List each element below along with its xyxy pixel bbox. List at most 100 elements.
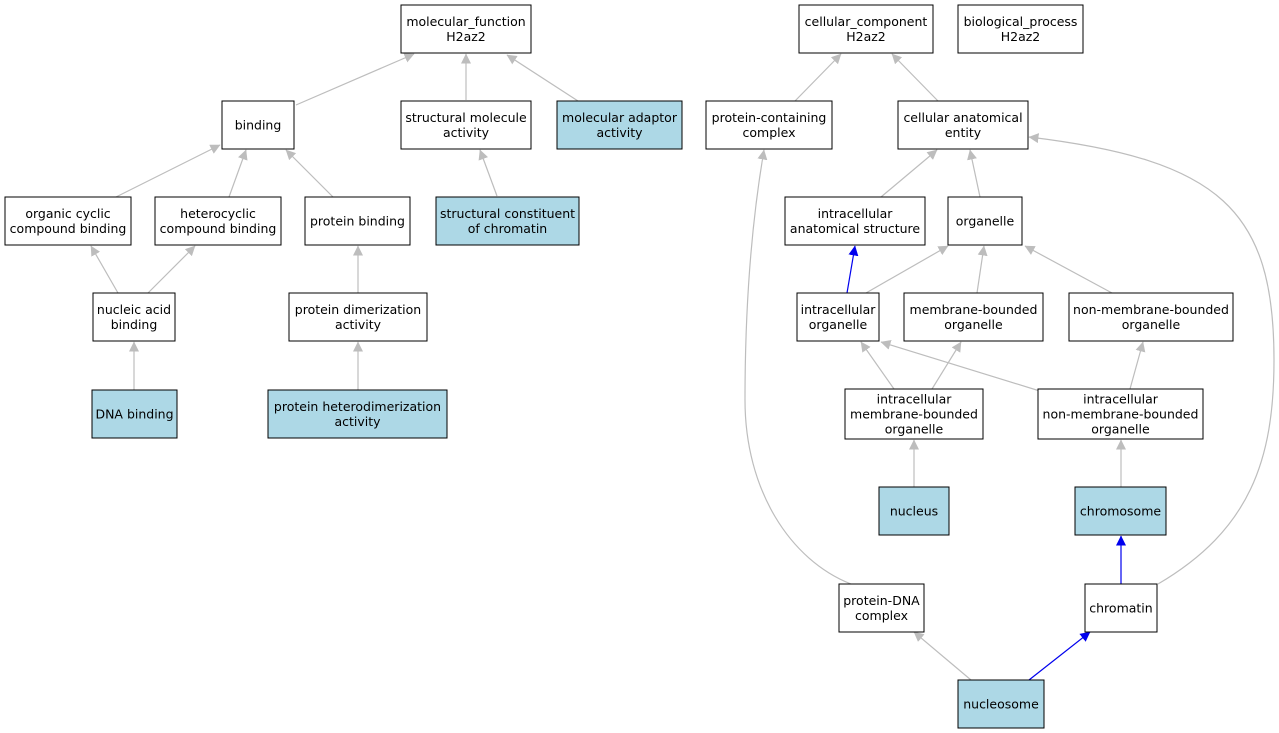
node-box: [947, 196, 1023, 246]
node-nuc[interactable]: nucleus: [878, 486, 950, 536]
node-label-line: DNA binding: [95, 407, 173, 422]
node-label-line: intracellular: [877, 392, 953, 407]
edge-path: [228, 149, 248, 198]
node-box: [903, 292, 1044, 342]
node-label-line: compound binding: [10, 221, 127, 236]
node-label-line: compound binding: [160, 221, 277, 236]
node-label-line: protein heterodimerization: [274, 399, 441, 414]
edge-bind-to-mf: [295, 53, 415, 106]
edge-path: [285, 149, 334, 198]
edge-path: [794, 53, 842, 102]
edge-pcc-to-cc: [794, 53, 842, 102]
node-label-line: H2az2: [446, 29, 486, 44]
node-label-line: chromosome: [1080, 504, 1161, 519]
edge-path: [846, 245, 859, 294]
node-label-line: non-membrane-bounded: [1043, 407, 1199, 422]
node-label-line: activity: [443, 125, 490, 140]
node-label-line: membrane-bounded: [910, 302, 1038, 317]
node-box: [957, 679, 1045, 729]
node-label-line: organelle: [956, 214, 1015, 229]
edge-path: [744, 149, 852, 585]
edge-path: [891, 53, 939, 102]
edge-path: [1028, 133, 1275, 585]
node-label-line: of chromatin: [468, 221, 547, 236]
edge-org-to-cae: [967, 149, 981, 198]
node-chrm[interactable]: chromatin: [1084, 583, 1158, 633]
node-label-line: protein dimerization: [295, 302, 421, 317]
node-bind[interactable]: binding: [221, 100, 295, 150]
node-box: [798, 4, 934, 54]
edge-scc-to-sma: [478, 149, 498, 197]
node-label-line: nucleus: [890, 504, 938, 519]
node-label-line: heterocyclic: [180, 206, 256, 221]
edge-path: [880, 149, 938, 198]
edge-path: [90, 245, 119, 294]
node-box: [897, 100, 1029, 150]
edge-mad-to-mf: [506, 54, 579, 102]
node-pb[interactable]: protein binding: [304, 196, 411, 246]
node-label-line: complex: [855, 608, 908, 623]
edge-path: [115, 144, 221, 198]
node-label-line: protein-containing: [712, 110, 827, 125]
node-label-line: organic cyclic: [25, 206, 110, 221]
node-label-line: biological_process: [964, 14, 1078, 29]
node-chr[interactable]: chromosome: [1074, 486, 1167, 536]
edge-nsome-to-chrm: [1028, 631, 1091, 681]
node-label-line: structural constituent: [440, 206, 575, 221]
node-label-line: nucleic acid: [97, 302, 171, 317]
node-label-line: organelle: [885, 422, 944, 437]
node-org[interactable]: organelle: [947, 196, 1023, 246]
edge-mbo-to-org: [976, 245, 988, 294]
edge-path: [295, 53, 415, 106]
edges-layer: [90, 53, 1275, 681]
edge-path: [860, 341, 895, 390]
node-label-line: protein binding: [310, 214, 405, 229]
node-label-line: anatomical structure: [790, 221, 920, 236]
node-label-line: cellular anatomical: [903, 110, 1022, 125]
edge-pdc-to-pcc: [744, 149, 852, 585]
edge-inmbo-to-nmbo: [1129, 341, 1146, 390]
node-label-line: binding: [111, 317, 158, 332]
node-label-line: organelle: [1122, 317, 1181, 332]
node-inmbo[interactable]: intracellularnon-membrane-boundedorganel…: [1037, 388, 1204, 440]
node-label-line: entity: [945, 125, 982, 140]
node-label-line: organelle: [1091, 422, 1150, 437]
node-label-line: non-membrane-bounded: [1073, 302, 1229, 317]
node-dna[interactable]: DNA binding: [91, 389, 178, 439]
node-box: [838, 583, 925, 633]
edge-io-to-ias: [846, 245, 859, 294]
edge-nab-to-occb: [90, 245, 119, 294]
edge-path: [967, 149, 981, 198]
node-box: [878, 486, 950, 536]
edge-path: [1129, 341, 1146, 390]
node-box: [844, 388, 984, 440]
edge-inmbo-to-io: [880, 340, 1044, 393]
node-label-line: H2az2: [846, 29, 886, 44]
edge-path: [976, 245, 988, 294]
node-label-line: organelle: [809, 317, 868, 332]
node-label-line: intracellular: [801, 302, 877, 317]
node-label-line: chromatin: [1089, 601, 1152, 616]
node-nsome[interactable]: nucleosome: [957, 679, 1045, 729]
edge-path: [913, 631, 972, 681]
